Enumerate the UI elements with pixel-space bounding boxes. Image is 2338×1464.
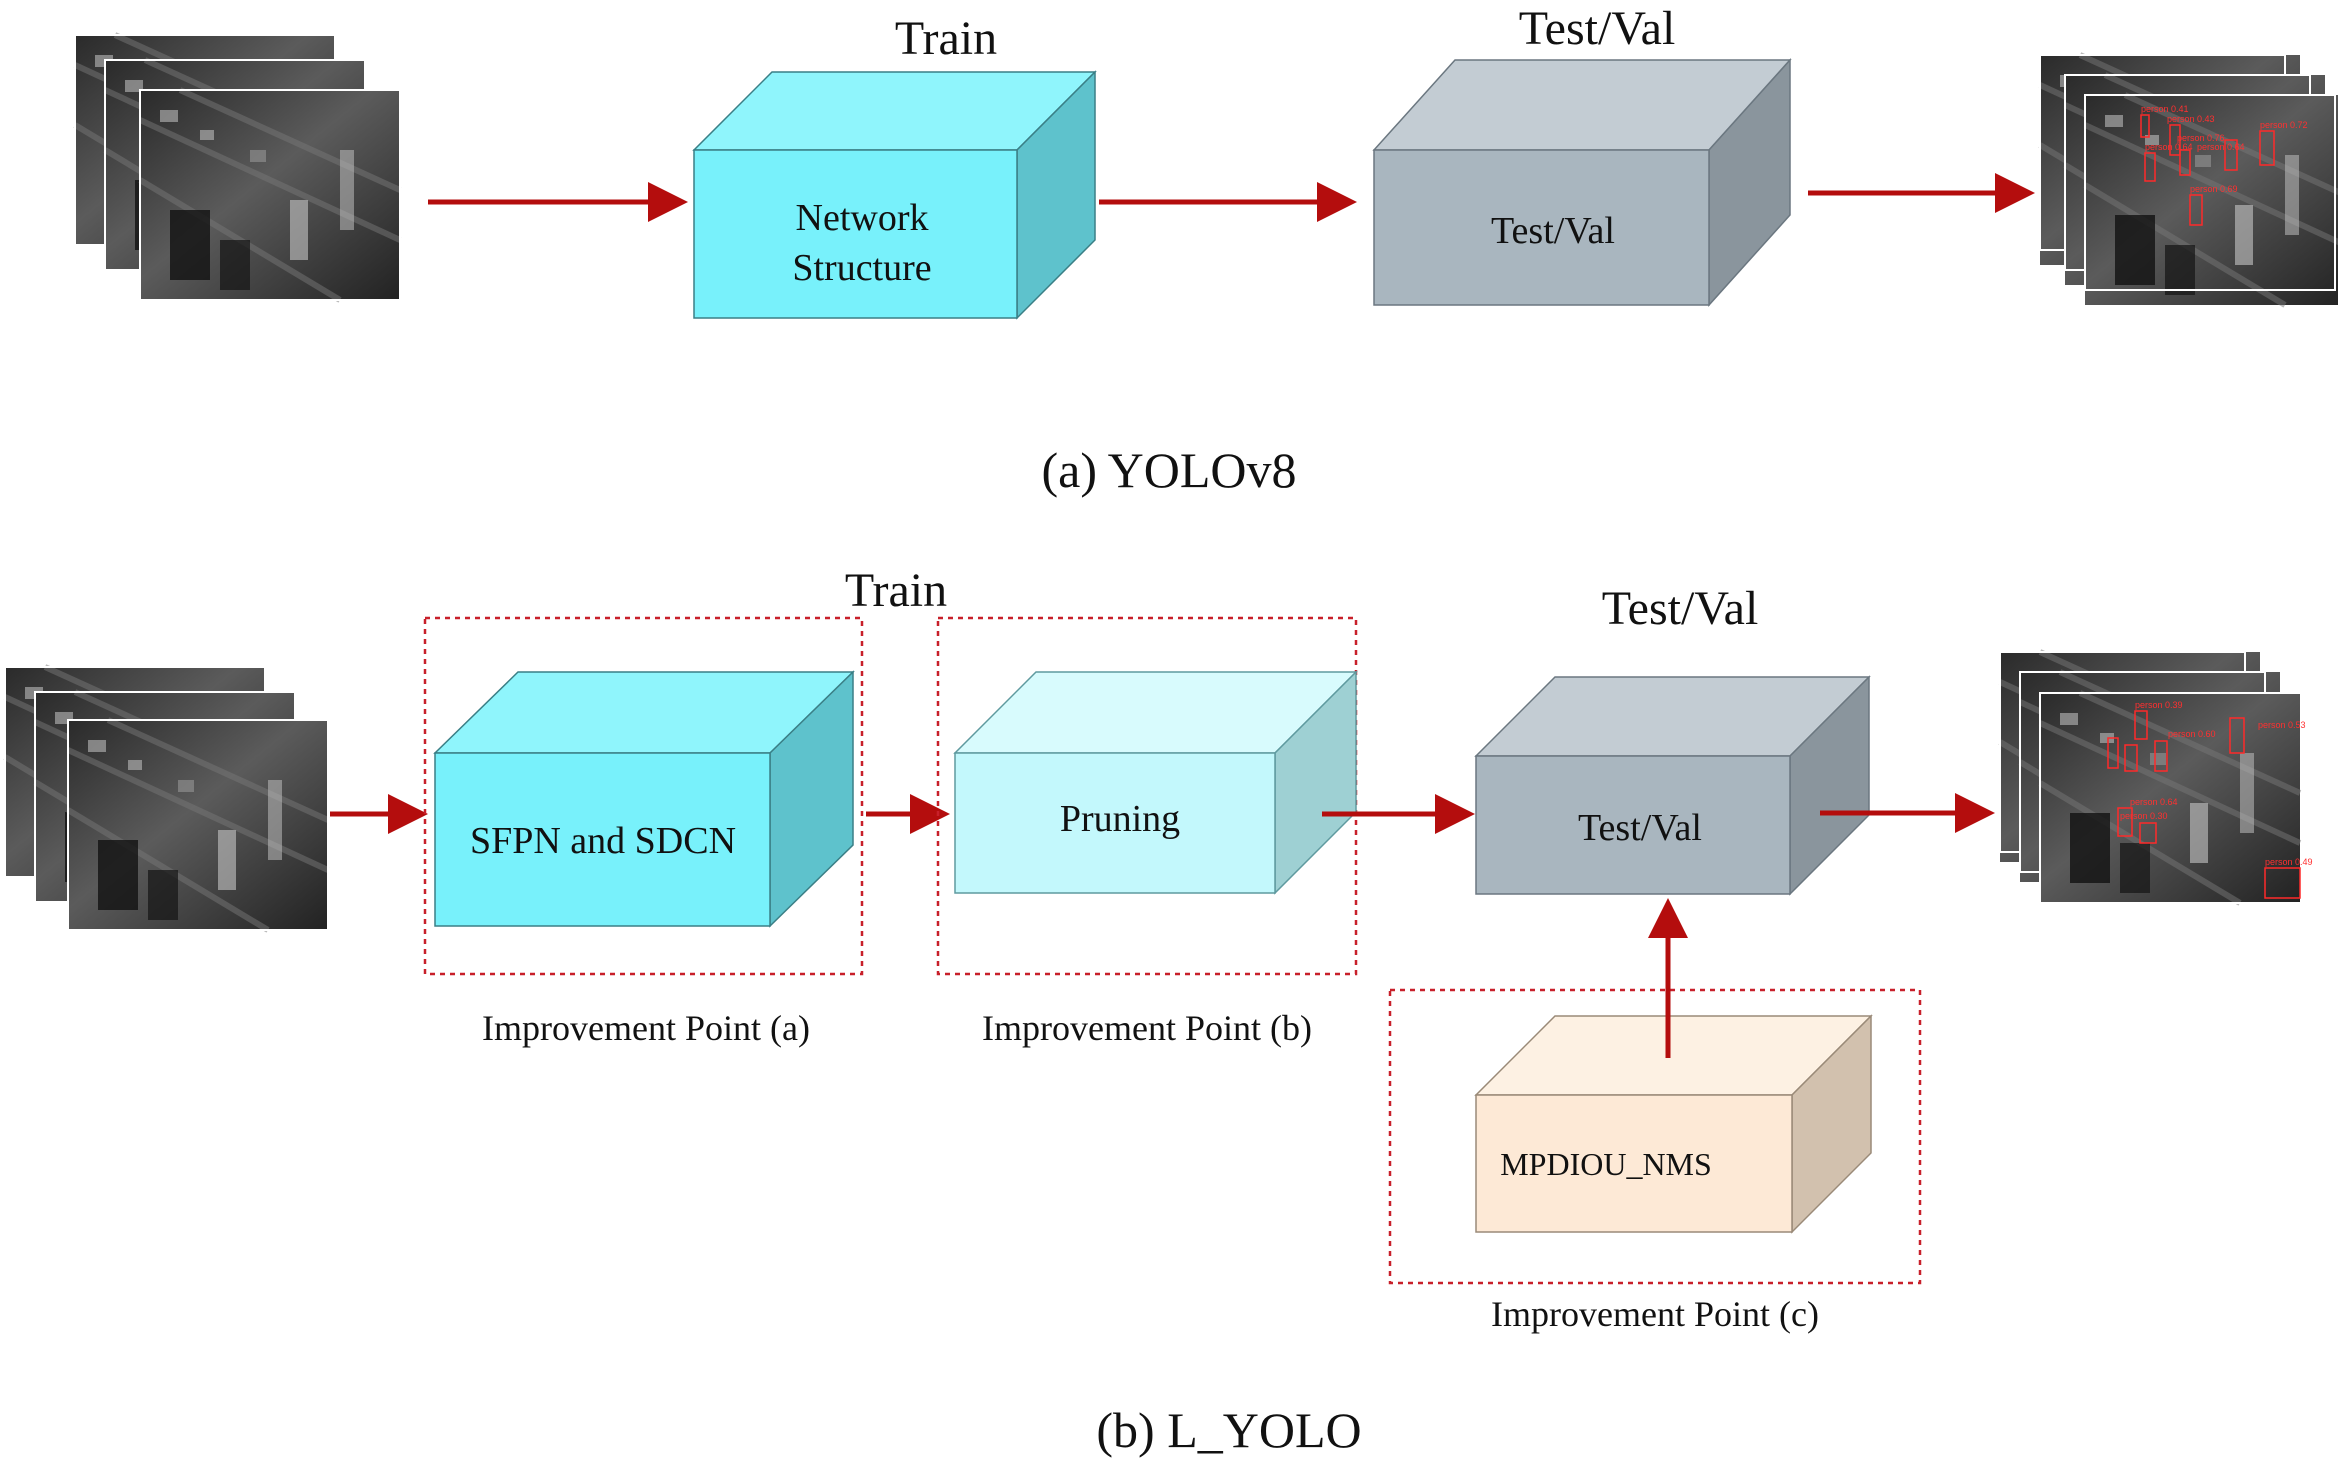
network-structure-box: Network Structure xyxy=(692,70,1097,320)
improvement-point-b-label: Improvement Point (b) xyxy=(982,1008,1312,1048)
caption-l-yolo: (b) L_YOLO xyxy=(1096,1402,1361,1458)
detection-label: person 0.64 xyxy=(2197,142,2245,152)
improvement-frame-b xyxy=(936,616,1358,976)
pruning-label: Pruning xyxy=(1060,798,1180,840)
pruning-box: Pruning xyxy=(953,670,1358,895)
mpdiou-nms-label: MPDIOU_NMS xyxy=(1500,1146,1712,1182)
test-heading-top: Test/Val xyxy=(1519,2,1676,55)
test-val-box-bottom: Test/Val xyxy=(1474,675,1871,896)
improvement-frame-a xyxy=(423,616,864,976)
input-image-stack-bottom xyxy=(5,667,328,930)
detection-label: person 0.41 xyxy=(2141,104,2189,114)
detection-label: person 0.64 xyxy=(2145,142,2193,152)
detection-label: person 0.53 xyxy=(2258,720,2306,730)
test-val-box-top: Test/Val xyxy=(1372,58,1792,307)
improvement-frame-c xyxy=(1388,988,1922,1285)
thermal-image-icon xyxy=(68,720,328,930)
detection-label: person 0.30 xyxy=(2120,811,2168,821)
detection-label: person 0.49 xyxy=(2265,857,2313,867)
improvement-point-a-label: Improvement Point (a) xyxy=(482,1008,810,1048)
detection-label: person 0.39 xyxy=(2135,700,2183,710)
test-val-label-bottom: Test/Val xyxy=(1578,807,1702,849)
detection-label: person 0.64 xyxy=(2130,797,2178,807)
test-heading-bottom: Test/Val xyxy=(1602,582,1759,635)
thermal-image-icon xyxy=(140,90,400,300)
output-image-stack-bottom: person 0.39 person 0.53 person 0.60 pers… xyxy=(2000,652,2331,903)
detection-label: person 0.76 xyxy=(2177,133,2225,143)
caption-yolov8: (a) YOLOv8 xyxy=(1041,442,1296,498)
detection-result-icon: person 0.41 person 0.43 person 0.72 pers… xyxy=(2085,95,2338,305)
detection-label: person 0.72 xyxy=(2260,120,2308,130)
mpdiou-nms-box: MPDIOU_NMS xyxy=(1474,1014,1873,1234)
network-structure-label-1: Network xyxy=(796,197,929,239)
detection-label: person 0.60 xyxy=(2168,729,2216,739)
detection-label: person 0.69 xyxy=(2190,184,2238,194)
train-heading-top: Train xyxy=(895,12,997,65)
detection-label: person 0.43 xyxy=(2167,114,2215,124)
network-structure-label-2: Structure xyxy=(792,247,931,289)
output-image-stack-top: person 0.41 person 0.43 person 0.72 pers… xyxy=(2040,55,2338,305)
input-image-stack-top xyxy=(75,35,400,300)
train-heading-bottom: Train xyxy=(845,564,947,617)
detection-result-icon: person 0.39 person 0.53 person 0.60 pers… xyxy=(2040,693,2331,903)
sfpn-sdcn-box: SFPN and SDCN xyxy=(433,670,855,928)
sfpn-sdcn-label: SFPN and SDCN xyxy=(470,820,736,862)
improvement-point-c-label: Improvement Point (c) xyxy=(1491,1294,1819,1334)
test-val-label-top: Test/Val xyxy=(1491,210,1615,252)
